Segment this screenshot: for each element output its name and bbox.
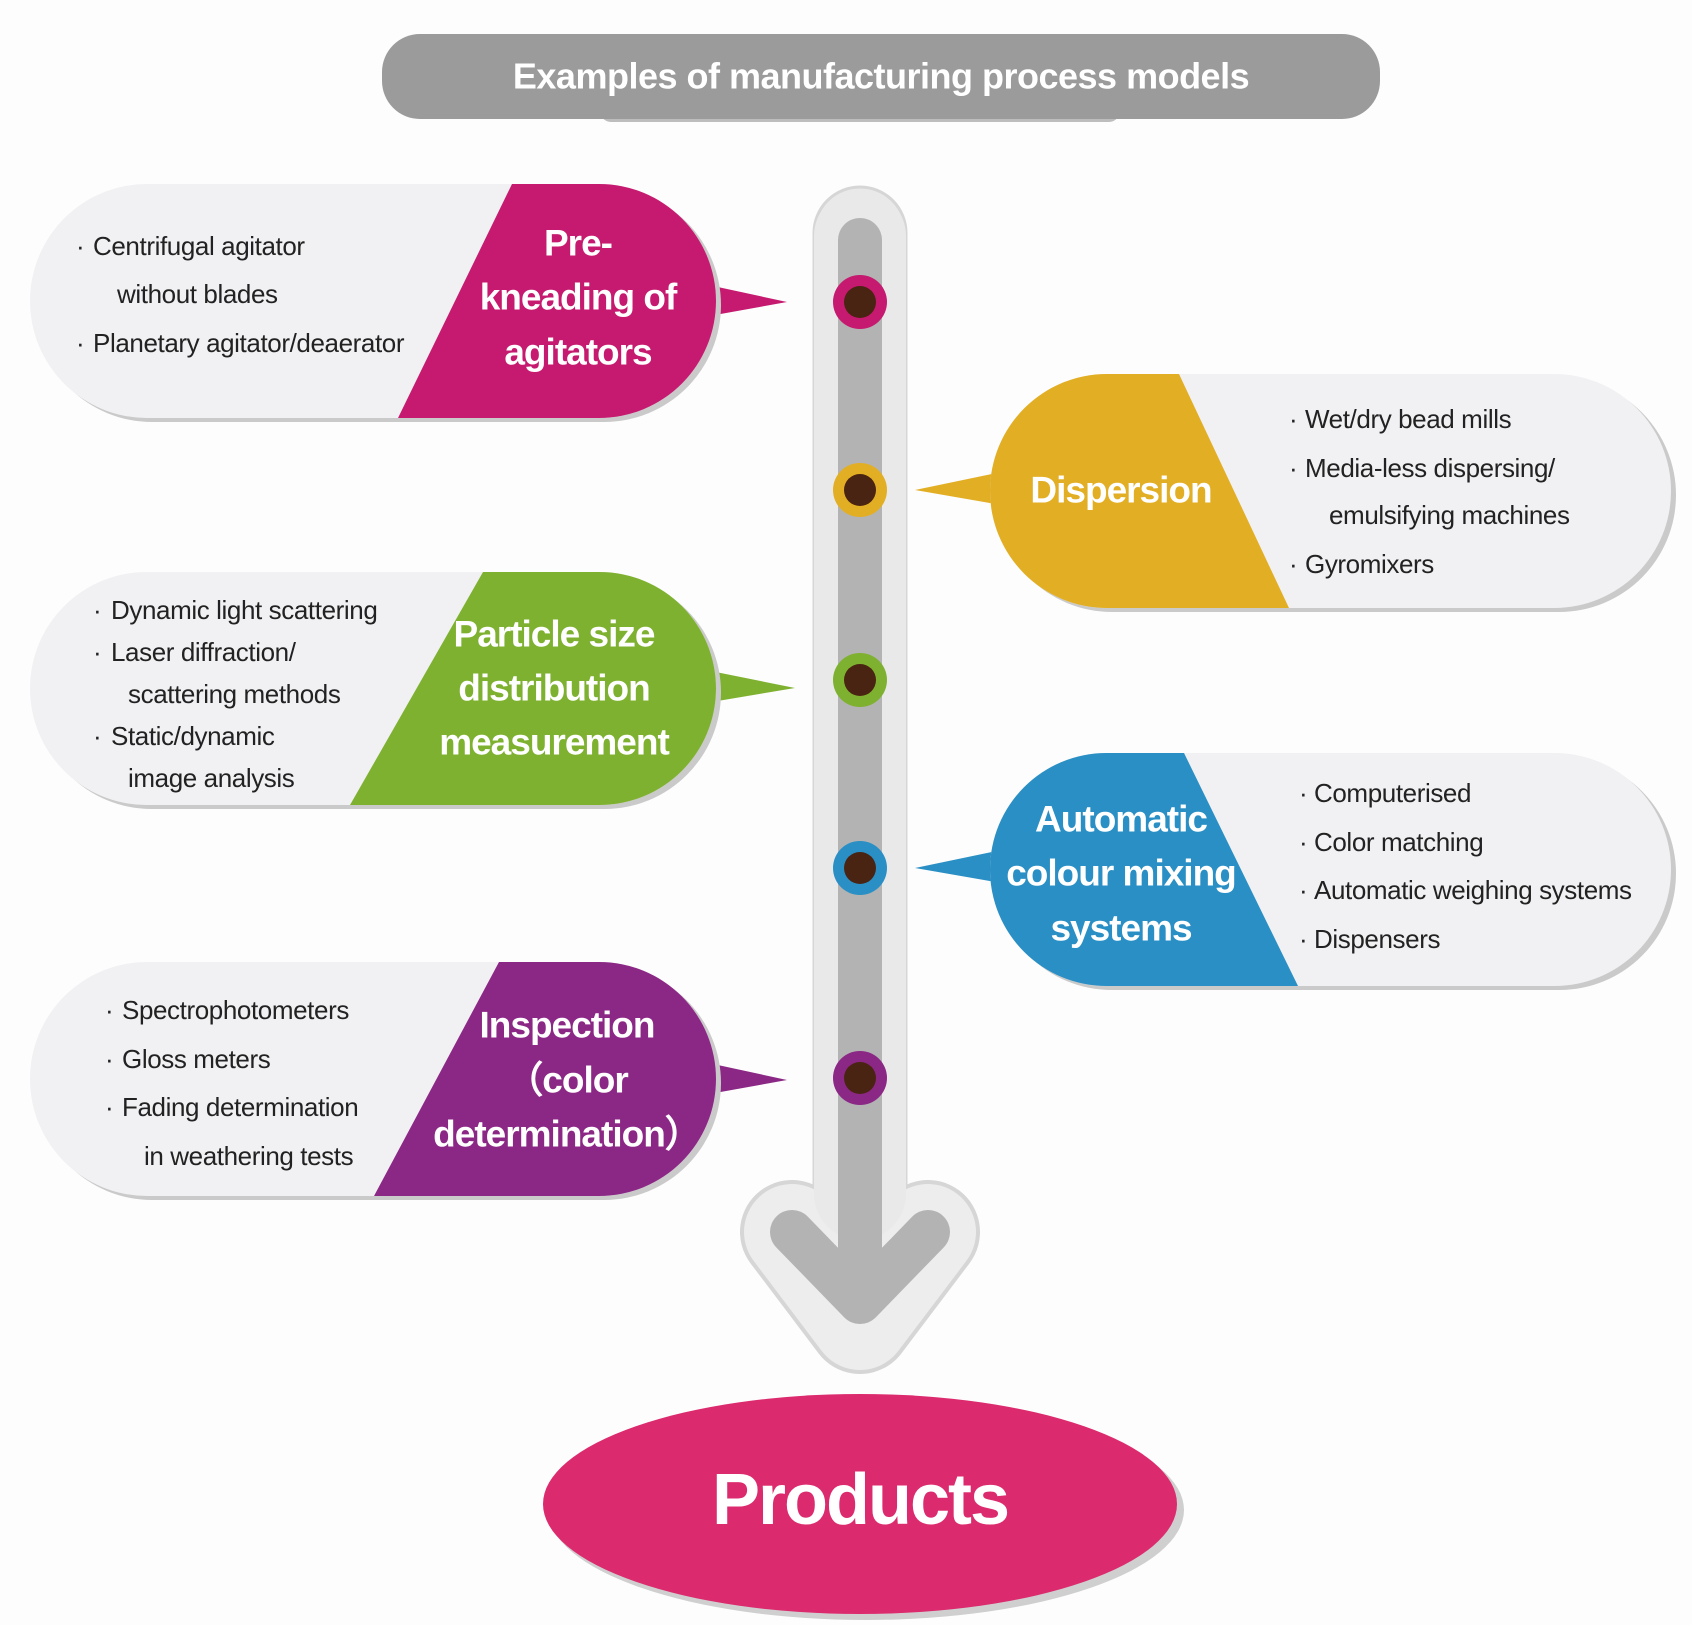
bullet-icon: · [105, 1044, 113, 1074]
stage-item: Dynamic light scattering [111, 595, 377, 625]
stage-heading: kneading of [480, 277, 678, 318]
stage-item: Laser diffraction/ [111, 637, 297, 667]
bubble-heading-panel [350, 572, 716, 805]
bullet-icon: · [105, 995, 113, 1025]
stage-item: Spectrophotometers [122, 995, 349, 1025]
bullet-icon: · [93, 595, 101, 625]
stage-heading: determination） [433, 1114, 701, 1155]
stage-item: image analysis [128, 763, 295, 793]
stage-item: Media-less dispersing/ [1305, 453, 1556, 483]
stage-item: Color matching [1314, 827, 1483, 857]
bubble-heading-panel [990, 374, 1289, 608]
stage-item: emulsifying machines [1329, 500, 1570, 530]
products-node: Products [543, 1394, 1184, 1620]
stage-heading: （color [506, 1060, 628, 1101]
stage-item: without blades [116, 279, 278, 309]
stage-item: Gyromixers [1305, 549, 1434, 579]
stage-heading: agitators [504, 332, 652, 373]
stage-item: Dispensers [1314, 924, 1440, 954]
stage-item: Automatic weighing systems [1314, 875, 1632, 905]
bullet-icon: · [1299, 924, 1307, 954]
bullet-icon: · [93, 721, 101, 751]
stage-item: Planetary agitator/deaerator [93, 328, 405, 358]
bubble-heading-panel [374, 962, 716, 1196]
process-flow-arrow [740, 185, 980, 1374]
title-bar: Examples of manufacturing process models [382, 34, 1380, 122]
stage-3: Particle size distribution measurement · Dyn… [30, 572, 887, 809]
bullet-icon: · [1289, 549, 1297, 579]
bullet-icon: · [93, 637, 101, 667]
stage-heading: colour mixing [1006, 853, 1236, 894]
stage-item: Fading determination [122, 1092, 358, 1122]
bullet-icon: · [1299, 778, 1307, 808]
stage-item: Wet/dry bead mills [1305, 404, 1512, 434]
bubble-heading-panel [990, 753, 1298, 986]
stage-item: Computerised [1314, 778, 1471, 808]
bullet-icon: · [76, 231, 84, 261]
stage-heading: measurement [439, 722, 669, 763]
stage-item: scattering methods [128, 679, 341, 709]
diagram-title: Examples of manufacturing process models [513, 56, 1249, 97]
stage-heading: Particle size [454, 614, 655, 655]
bullet-icon: · [76, 328, 84, 358]
products-label: Products [712, 1460, 1008, 1540]
bullet-icon: · [1289, 453, 1297, 483]
stage-marker-core [844, 474, 876, 506]
stage-heading: Automatic [1035, 799, 1207, 840]
stage-heading: Inspection [479, 1005, 654, 1046]
stage-heading: distribution [458, 668, 649, 709]
bullet-icon: · [105, 1092, 113, 1122]
stage-5: Inspection （color determination） · Spectroph… [30, 962, 887, 1200]
stage-item: Static/dynamic [111, 721, 275, 751]
bullet-icon: · [1299, 827, 1307, 857]
stage-heading: Dispersion [1030, 470, 1211, 511]
stage-2: Dispersion · Wet/dry bead mills · Media-less… [833, 374, 1676, 612]
stage-marker-core [844, 664, 876, 696]
bubble-heading-panel [398, 184, 716, 418]
stage-heading: systems [1050, 908, 1192, 949]
stage-marker-core [844, 1062, 876, 1094]
stage-item: in weathering tests [144, 1141, 354, 1171]
bullet-icon: · [1289, 404, 1297, 434]
stage-item: Gloss meters [122, 1044, 271, 1074]
stage-marker-core [844, 852, 876, 884]
stage-1: Pre-kneading of agitators · Centrifugal agi… [30, 184, 887, 422]
stage-marker-core [844, 286, 876, 318]
stage-item: Centrifugal agitator [93, 231, 305, 261]
stage-heading: Pre- [544, 223, 612, 264]
bullet-icon: · [1299, 875, 1307, 905]
